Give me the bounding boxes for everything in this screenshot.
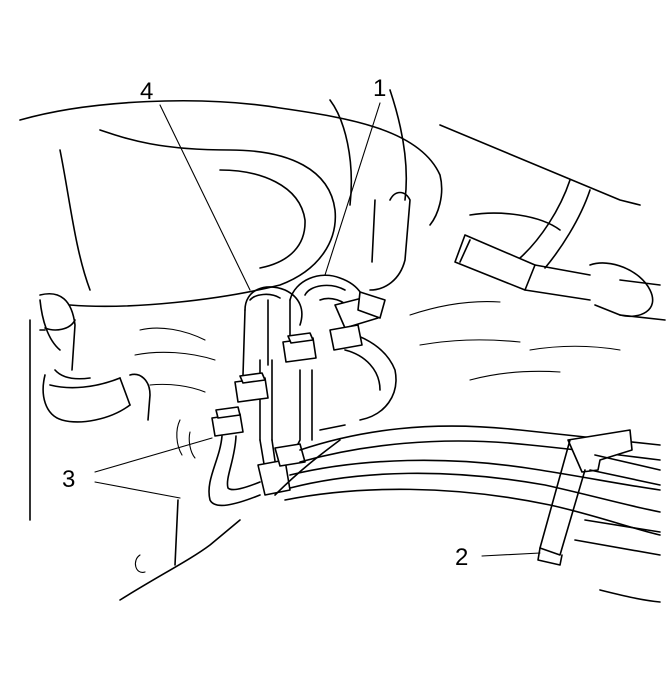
hose-clamps <box>211 291 386 437</box>
hose-4 <box>242 286 303 441</box>
clip-bracket-2 <box>537 429 661 566</box>
upper-right-bracket <box>454 179 666 321</box>
callout-3: 3 <box>62 466 75 493</box>
lower-body-outline <box>119 419 661 603</box>
left-elbow-fitting <box>39 293 151 423</box>
callout-2: 2 <box>455 544 468 571</box>
leader-3b <box>94 481 181 499</box>
upper-hose <box>369 191 411 291</box>
lower-pipes-3 <box>208 435 306 507</box>
callout-4: 4 <box>140 78 153 105</box>
engine-background-outlines <box>19 89 641 521</box>
leader-3a <box>94 437 213 473</box>
callout-leaders <box>94 102 541 557</box>
leader-4 <box>159 104 251 291</box>
callout-1: 1 <box>373 75 386 102</box>
leader-2 <box>481 552 541 557</box>
leader-1 <box>324 102 381 276</box>
